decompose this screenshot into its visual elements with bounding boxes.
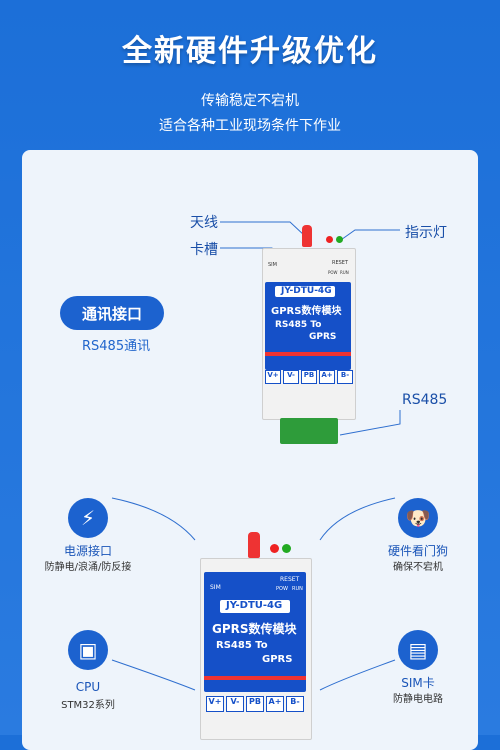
pin-label: A+: [319, 370, 335, 384]
feature-power-title: 电源接口: [63, 544, 112, 558]
module-label-plate: SIM RESET POW RUN JY-DTU-4G GPRS数传模块 RS4…: [204, 572, 306, 692]
card-slot-callout: 卡槽: [190, 242, 218, 258]
feature-watchdog-title: 硬件看门狗: [387, 544, 448, 558]
pin-label: B-: [286, 696, 304, 712]
sim-label: SIM: [268, 262, 277, 268]
module-model: JY-DTU-4G: [281, 286, 332, 296]
pin-label: V+: [206, 696, 224, 712]
reset-label: RESET: [332, 260, 349, 266]
indicator-callout: 指示灯: [405, 225, 447, 241]
interface-badge: 通讯接口: [60, 296, 164, 330]
pin-label: V+: [265, 370, 281, 384]
module-name: GPRS数传模块: [212, 622, 297, 636]
module-line1: RS485 To: [275, 320, 322, 330]
subtitle-line-1: 传输稳定不宕机: [201, 93, 299, 109]
rs485-callout: RS485: [402, 392, 448, 408]
feature-cpu-title: CPU: [75, 680, 101, 694]
pin-label: A+: [266, 696, 284, 712]
feature-cpu-sub: STM32系列: [61, 700, 115, 711]
module-label-plate: JY-DTU-4G GPRS数传模块 RS485 To GPRS: [265, 282, 351, 370]
module-name: GPRS数传模块: [271, 306, 342, 317]
pin-row: V+ V- PB A+ B-: [206, 696, 310, 712]
pin-row: V+ V- PB A+ B-: [265, 370, 355, 384]
interface-sub: RS485通讯: [82, 339, 151, 354]
led-red: [270, 544, 279, 553]
module-line2: GPRS: [309, 332, 337, 342]
subtitle-line-2: 适合各种工业现场条件下作业: [159, 118, 341, 134]
pow-label: POW: [276, 586, 288, 592]
plug-bolt-icon: ⚡: [68, 498, 108, 538]
chip-icon: ▣: [68, 630, 108, 670]
pin-label: PB: [301, 370, 317, 384]
terminal-block: [280, 418, 338, 444]
dog-icon: 🐶: [398, 498, 438, 538]
led-green: [336, 236, 343, 243]
feature-sim-title: SIM卡: [401, 676, 435, 690]
module-line1: RS485 To: [216, 640, 268, 651]
feature-sim-sub: 防静电电路: [393, 694, 443, 705]
pin-label: V-: [283, 370, 299, 384]
feature-power-sub: 防静电/浪涌/防反接: [44, 562, 132, 573]
led-red: [326, 236, 333, 243]
sim-card-icon: ▤: [398, 630, 438, 670]
dtu-module-bottom: SIM RESET POW RUN JY-DTU-4G GPRS数传模块 RS4…: [200, 530, 316, 740]
module-model: JY-DTU-4G: [226, 600, 283, 611]
dtu-module-top: SIM RESET POW RUN JY-DTU-4G GPRS数传模块 RS4…: [262, 220, 362, 450]
run-label: RUN: [292, 586, 303, 592]
sim-label: SIM: [210, 584, 221, 591]
module-line2: GPRS: [262, 654, 293, 665]
antenna-icon: [248, 532, 260, 558]
run-label: RUN: [340, 270, 349, 275]
feature-watchdog-sub: 确保不宕机: [393, 562, 443, 573]
antenna-callout: 天线: [190, 215, 218, 231]
pin-label: B-: [337, 370, 353, 384]
page-title: 全新硬件升级优化: [122, 34, 378, 69]
antenna-icon: [302, 225, 312, 247]
pow-label: POW: [328, 270, 338, 275]
reset-label: RESET: [280, 576, 300, 583]
pin-label: PB: [246, 696, 264, 712]
pin-label: V-: [226, 696, 244, 712]
led-green: [282, 544, 291, 553]
